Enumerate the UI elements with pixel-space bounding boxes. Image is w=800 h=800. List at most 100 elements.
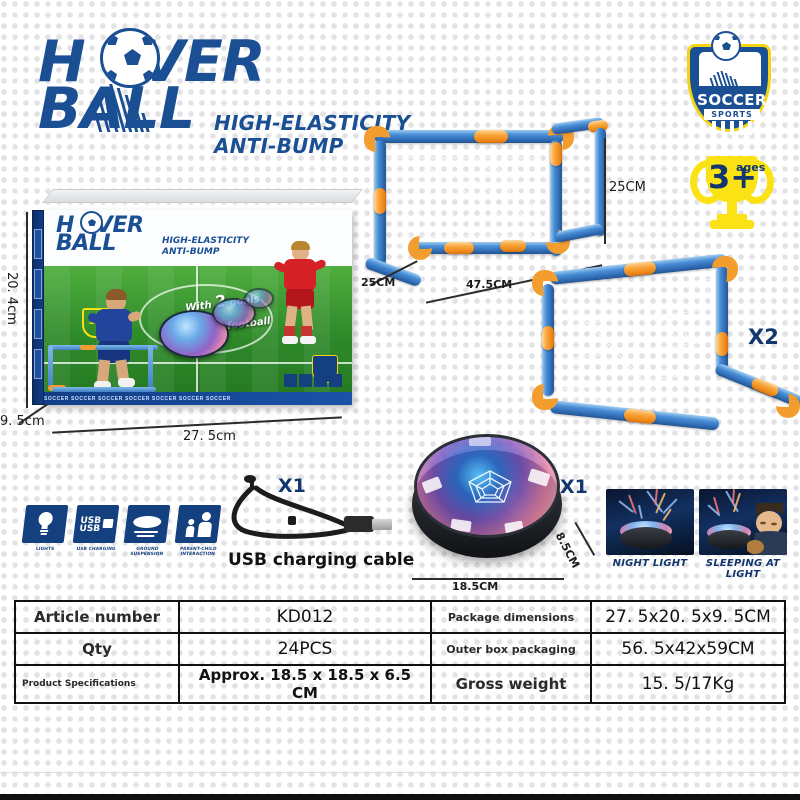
box-photo-boy-red [272, 241, 332, 348]
shield-stripes [712, 121, 752, 135]
cell-qty-value: 24PCS [178, 632, 432, 666]
cell-gross-weight-key: Gross weight [430, 664, 592, 704]
night-light-photo-2: SLEEPING AT LIGHT [699, 489, 787, 580]
soccer-sports-shield-badge: SOCCER SPORTS [683, 31, 775, 136]
hover-ball-product-figure: X1 [404, 428, 588, 568]
shield-soccer-ball-icon [711, 31, 741, 61]
cell-product-spec-value: Approx. 18.5 x 18.5 x 6.5 CM [178, 664, 432, 704]
usb-charging-cable-figure: X1 USB charging cable [222, 472, 422, 582]
sheet-seam [0, 772, 800, 773]
ball-diameter-dim-label: 18.5CM [452, 580, 499, 593]
age-trophy-badge: 3+ ages [686, 152, 778, 244]
cell-article-number-key: Article number [14, 600, 180, 634]
cell-package-dimensions-key: Package dimensions [430, 600, 592, 634]
usb-connector-housing [344, 516, 374, 532]
goal-second-quantity: X2 [748, 325, 779, 349]
sheet-bottom-edge [0, 794, 800, 800]
goal-height-dim-line [604, 138, 606, 244]
feature-ground-suspension: GROUND SUSPENSION [123, 505, 171, 575]
box-tagline: HIGH-ELASTICITY ANTI-BUMP [162, 236, 249, 257]
box-top-face [42, 189, 363, 203]
hover-ball-dome [414, 434, 560, 538]
usb-cable-wire [231, 475, 357, 539]
goal-front-post-right [550, 140, 562, 256]
box-photo-puck-small [244, 288, 274, 309]
age-word: ages [736, 161, 766, 174]
logo-hover-pre: H [38, 29, 86, 95]
night-light-photo-pair: NIGHT LIGHT SLEEPING AT [606, 489, 792, 580]
feature-parent-child-label: PARENT-CHILD INTERACTION [179, 547, 217, 557]
cell-gross-weight-value: 15. 5/17Kg [590, 664, 786, 704]
shield-title: SOCCER [697, 91, 767, 109]
logo-hover-post: VER [140, 29, 266, 95]
box-feature-icon-strip [284, 374, 342, 387]
feature-parent-child: PARENT-CHILD INTERACTION [174, 505, 222, 575]
usb-cable-label: USB charging cable [228, 550, 415, 570]
shield-subtitle: SPORTS [704, 109, 760, 120]
shield-trail-icon [709, 69, 744, 87]
cell-package-dimensions-value: 27. 5x20. 5x9. 5CM [590, 600, 786, 634]
feature-ground-suspension-label: GROUND SUSPENSION [129, 547, 164, 557]
goal-corner-bottom-right [546, 230, 570, 254]
age-number: 3+ [708, 158, 758, 196]
feature-lights: LIGHTS [21, 505, 69, 575]
soccer-goal-front [352, 116, 632, 293]
night-light-image-2 [699, 489, 787, 555]
ball-diameter-dim-line [412, 578, 564, 580]
goal-front-crossbar [374, 130, 564, 143]
cell-product-spec-key: Product Specifications [14, 664, 180, 704]
night-light-image-1 [606, 489, 694, 555]
trophy-cup-icon [706, 156, 758, 202]
table-row: Article number KD012 Package dimensions … [14, 600, 786, 634]
hover-ball-web-emblem [468, 470, 512, 503]
parent-child-interaction-icon [174, 505, 222, 543]
ground-suspension-icon [123, 505, 171, 543]
box-photo-goal [48, 345, 158, 397]
ball-height-dim-line [574, 521, 596, 556]
table-row: Product Specifications Approx. 18.5 x 18… [14, 664, 786, 704]
cell-outer-box-value: 56. 5x42x59CM [590, 632, 786, 666]
hover-ball-quantity: X1 [560, 476, 588, 498]
soccer-ball-icon [100, 28, 160, 88]
goal-depth-dim-label: 25CM [361, 276, 396, 289]
box-footer-strip: SOCCER SOCCER SOCCER SOCCER SOCCER SOCCE… [44, 392, 352, 405]
feature-usb-charging-label: USB CHARGING [76, 547, 116, 552]
box-width-dim-label: 27. 5cm [183, 429, 236, 444]
cell-outer-box-key: Outer box packaging [430, 632, 592, 666]
cell-article-number-value: KD012 [178, 600, 432, 634]
night-light-caption-2: SLEEPING AT LIGHT [705, 558, 781, 580]
sleeping-child-photo [747, 503, 787, 555]
box-soccer-ball-icon [80, 211, 103, 234]
night-light-photo-1: NIGHT LIGHT [606, 489, 694, 577]
goal-front-crossbar-joint [474, 130, 508, 143]
lights-icon [21, 505, 69, 543]
feature-lights-label: LIGHTS [35, 547, 55, 552]
tagline-line-2: ANTI-BUMP [214, 134, 344, 158]
product-tagline: HIGH-ELASTICITY ANTI-BUMP [214, 112, 410, 158]
logo-line-ball: BALL [38, 76, 195, 142]
box-height-dim-label: 20. 4cm [4, 272, 19, 325]
box-height-dim-line [26, 212, 28, 408]
specification-table: Article number KD012 Package dimensions … [14, 600, 786, 704]
box-spine-face [32, 210, 44, 405]
soccer-goal-second [520, 248, 800, 438]
goal-height-dim-label: 25CM [609, 180, 646, 195]
table-row: Qty 24PCS Outer box packaging 56. 5x42x5… [14, 632, 786, 666]
goal-width-dim-label: 47.5CM [466, 278, 513, 291]
box-depth-dim-label: 9. 5cm [0, 414, 45, 429]
tagline-line-1: HIGH-ELASTICITY [214, 111, 411, 135]
night-light-caption-1: NIGHT LIGHT [612, 558, 688, 569]
usb-quantity: X1 [278, 475, 306, 497]
usb-connector-metal [372, 519, 392, 530]
goal-corner-top-left [364, 126, 390, 152]
cell-qty-key: Qty [14, 632, 180, 666]
